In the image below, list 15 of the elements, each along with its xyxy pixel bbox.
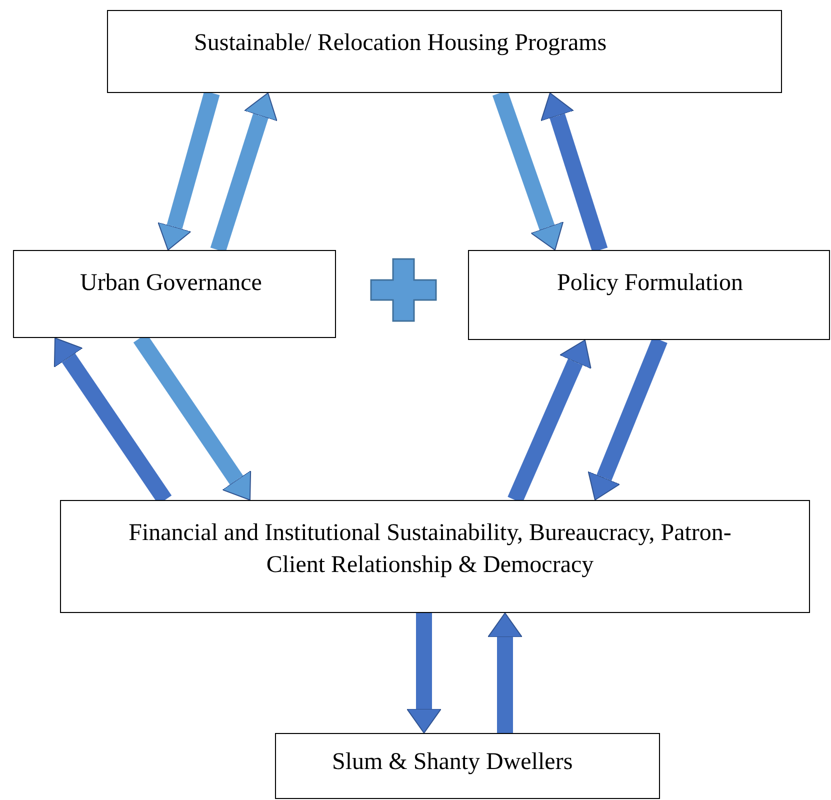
text-box [60, 500, 810, 613]
box-label: Sustainable/ Relocation Housing Programs [194, 29, 607, 58]
box-label: Urban Governance [80, 269, 262, 298]
text-box [107, 10, 782, 93]
block-arrow [406, 613, 442, 734]
block-arrow [488, 612, 522, 733]
block-arrow [158, 90, 220, 250]
block-arrow [210, 92, 278, 252]
text-box [275, 733, 660, 799]
box-label: Financial and Institutional Sustainability, Bureaucracy, Patron-Client Relationship & Democracy [128, 519, 732, 580]
box-label: Policy Formulation [557, 269, 743, 298]
block-arrow [540, 92, 608, 252]
box-label: Slum & Shanty Dwellers [332, 748, 573, 777]
text-box [468, 250, 830, 340]
text-box [13, 250, 336, 338]
